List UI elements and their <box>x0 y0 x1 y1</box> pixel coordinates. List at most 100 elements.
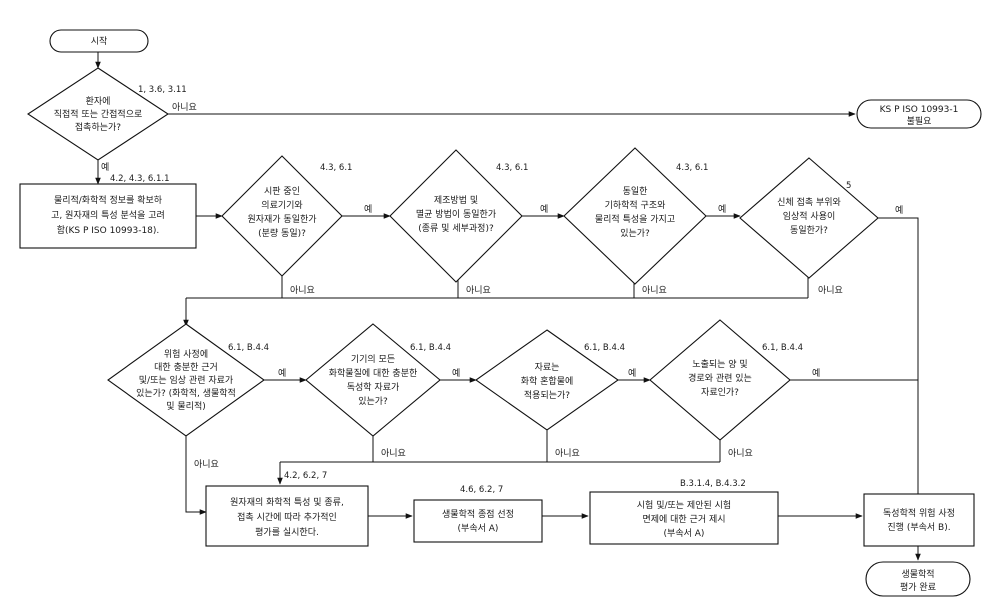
geometry-text-2: 기하학적 구조와 <box>605 199 666 211</box>
mixture-yes-label: 예 <box>628 368 636 379</box>
mixture-text-1: 자료는 <box>535 362 560 373</box>
marketed-text-4: (분량 동일)? <box>258 227 306 239</box>
additional-eval-text-1: 원자재의 화학적 특성 및 종류, <box>230 496 344 508</box>
info-ref: 4.2, 4.3, 6.1.1 <box>110 174 169 184</box>
process-ref: 4.3, 6.1 <box>496 163 528 173</box>
waiver-ref: B.3.1.4, B.4.3.2 <box>680 479 746 489</box>
marketed-ref: 4.3, 6.1 <box>320 163 352 173</box>
body-contact-text-2: 임상적 사용이 <box>783 210 836 222</box>
mixture-text-2: 화학 혼합물에 <box>521 375 574 387</box>
tox-risk-text-2: 진행 (부속서 B). <box>887 521 950 533</box>
marketed-text-2: 의료기기와 <box>261 199 302 211</box>
chem-tox-text-3: 독성학 자료가 <box>347 382 400 393</box>
edge-risk-data-no <box>185 436 207 515</box>
info-text-2: 고, 원자재의 특성 분석을 고려 <box>51 210 165 221</box>
body-contact-text-1: 신체 접촉 부위와 <box>777 196 841 208</box>
mixture-decision <box>475 329 619 431</box>
not-needed-text-1: KS P ISO 10993-1 <box>880 105 959 115</box>
waiver-text-2: 면제에 대한 근거 제시 <box>642 514 725 525</box>
contact-yes-label: 예 <box>101 162 109 173</box>
exposure-yes-label: 예 <box>812 368 820 379</box>
chem-tox-text-2: 화학물질에 대한 충분한 <box>329 367 418 379</box>
info-text-3: 함(KS P ISO 10993-18). <box>57 225 160 236</box>
endpoints-ref: 4.6, 6.2, 7 <box>460 485 503 495</box>
risk-data-text-4: 있는가? (화학적, 생물학적 <box>136 387 236 399</box>
process-decision <box>389 149 523 283</box>
contact-ref: 1, 3.6, 3.11 <box>138 85 187 95</box>
endpoints-text-2: (부속서 A) <box>458 523 499 534</box>
contact-text-1: 환자에 <box>86 95 111 107</box>
geometry-text-4: 있는가? <box>620 227 650 239</box>
not-needed-terminal <box>856 99 982 129</box>
additional-eval-ref: 4.2, 6.2, 7 <box>284 471 327 481</box>
body-contact-text-3: 동일한가? <box>790 225 828 236</box>
marketed-yes-label: 예 <box>364 204 372 215</box>
start-label: 시작 <box>91 36 108 47</box>
geometry-yes-label: 예 <box>718 204 726 215</box>
geometry-no-label: 아니요 <box>642 285 667 296</box>
chem-tox-text-4: 있는가? <box>358 395 388 407</box>
waiver-process <box>589 491 779 545</box>
chem-tox-ref: 6.1, B.4.4 <box>410 343 451 353</box>
risk-data-text-2: 대한 충분한 근거 <box>154 362 218 373</box>
marketed-decision <box>221 155 343 277</box>
contact-decision <box>26 67 170 161</box>
process-text-2: 멸균 방법이 동일한가 <box>416 209 496 220</box>
process-text-1: 제조방법 및 <box>434 194 478 206</box>
risk-data-text-1: 위험 사정에 <box>164 349 208 360</box>
endpoints-process <box>413 499 543 543</box>
exposure-text-2: 경로와 관련 있는 <box>688 372 752 384</box>
info-text-1: 물리적/화학적 정보를 확보하 <box>54 194 163 206</box>
connectors <box>95 52 921 561</box>
geometry-ref: 4.3, 6.1 <box>676 163 708 173</box>
contact-text-3: 접촉하는가? <box>75 121 121 133</box>
risk-data-no-label: 아니요 <box>194 459 219 470</box>
risk-data-text-5: 및 물리적) <box>166 400 206 412</box>
additional-eval-text-2: 접촉 시간에 따라 추가적인 <box>237 511 337 523</box>
mixture-no-label: 아니요 <box>555 448 580 459</box>
info-process <box>19 183 197 249</box>
process-text-3: (종류 및 세부과정)? <box>418 222 494 234</box>
tox-risk-process <box>863 493 975 547</box>
start-terminal <box>49 29 149 53</box>
body-contact-no-label: 아니요 <box>818 285 843 296</box>
waiver-text-1: 시험 및/또는 제안된 시험 <box>637 499 731 511</box>
mixture-text-3: 적용되는가? <box>524 389 570 401</box>
contact-no-label: 아니요 <box>172 102 197 113</box>
body-contact-ref: 5 <box>846 181 851 191</box>
body-contact-decision <box>739 157 879 279</box>
marketed-text-3: 원자재가 동일한가 <box>247 214 316 225</box>
body-contact-yes-label: 예 <box>895 205 903 216</box>
exposure-no-label: 아니요 <box>728 448 753 459</box>
process-yes-label: 예 <box>540 204 548 215</box>
complete-text-2: 평가 완료 <box>900 582 936 593</box>
additional-eval-process <box>205 485 369 547</box>
process-no-label: 아니요 <box>466 285 491 296</box>
chem-tox-no-label: 아니요 <box>381 448 406 459</box>
tox-risk-text-1: 독성학적 위험 사정 <box>883 507 955 519</box>
contact-text-2: 직접적 또는 간접적으로 <box>54 108 143 120</box>
risk-data-decision <box>107 323 265 437</box>
risk-data-yes-label: 예 <box>278 368 286 379</box>
complete-text-1: 생물학적 <box>901 568 934 580</box>
edge-body-contact-yes <box>878 217 921 501</box>
geometry-text-1: 동일한 <box>623 186 648 197</box>
marketed-text-1: 시판 중인 <box>264 186 300 197</box>
geometry-text-3: 물리적 특성을 가지고 <box>595 213 675 225</box>
exposure-decision <box>649 319 791 441</box>
endpoints-text-1: 생물학적 종점 선정 <box>442 508 514 520</box>
marketed-no-label: 아니요 <box>290 285 315 296</box>
waiver-text-3: (부속서 A) <box>664 528 705 539</box>
exposure-text-3: 자료인가? <box>701 387 739 398</box>
risk-data-text-3: 및/또는 임상 관련 자료가 <box>139 374 233 386</box>
chem-tox-text-1: 기기의 모든 <box>351 354 395 365</box>
exposure-ref: 6.1, B.4.4 <box>762 343 803 353</box>
chem-tox-decision <box>305 323 441 437</box>
mixture-ref: 6.1, B.4.4 <box>584 343 625 353</box>
risk-data-ref: 6.1, B.4.4 <box>228 343 269 353</box>
chem-tox-yes-label: 예 <box>452 368 460 379</box>
exposure-text-1: 노출되는 양 및 <box>692 358 747 370</box>
not-needed-text-2: 불필요 <box>907 115 932 127</box>
complete-terminal <box>865 561 971 597</box>
